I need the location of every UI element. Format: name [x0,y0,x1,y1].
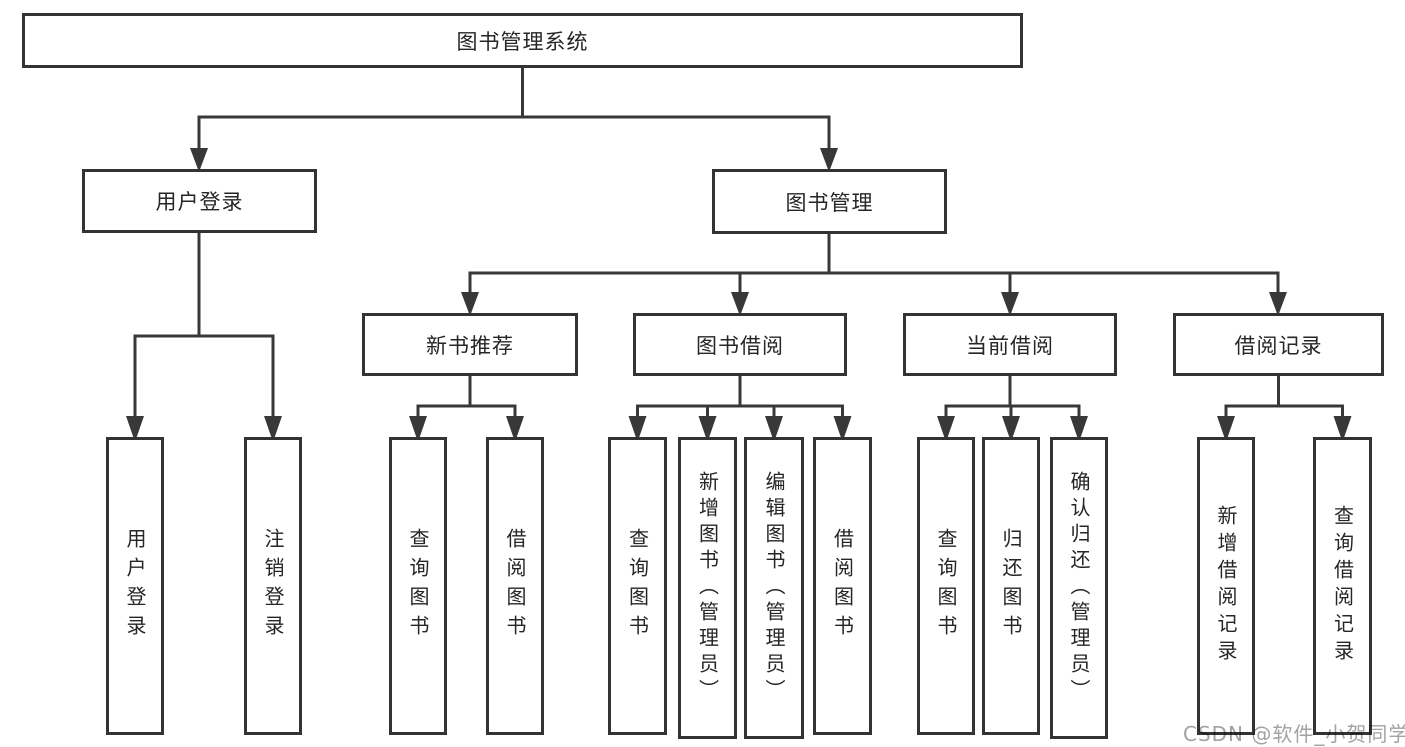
leaf-label: 借阅图书 [503,528,527,644]
arrowhead-icon [1217,416,1235,442]
node-leaf-return-books: 归还图书 [982,437,1040,735]
node-leaf-add-borrow-record: 新增借阅记录 [1197,437,1255,735]
connector-book-borrow-children [628,376,852,442]
leaf-label: 查询图书 [406,528,430,644]
leaf-label: 查询图书 [625,528,650,644]
node-leaf-query-books-1: 查询图书 [389,437,447,735]
arrowhead-icon [833,416,852,442]
node-library-system: 图书管理系统 [22,13,1023,68]
arrowhead-icon [506,416,524,442]
node-leaf-query-books-2: 查询图书 [608,437,667,735]
node-book-borrow: 图书借阅 [633,313,847,376]
arrowhead-icon [1001,292,1019,316]
connector-book-mgmt-children [461,233,1287,316]
node-borrow-records: 借阅记录 [1173,313,1384,376]
node-leaf-query-borrow-record: 查询借阅记录 [1313,437,1372,735]
node-leaf-user-login: 用户登录 [106,437,164,735]
leaf-label: 查询借阅记录 [1330,505,1355,667]
arrowhead-icon [264,416,282,442]
arrowhead-icon [126,416,144,442]
arrowhead-icon [628,416,647,442]
arrowhead-icon [698,416,717,442]
arrowhead-icon [1269,292,1287,316]
node-leaf-logout: 注销登录 [244,437,302,735]
connector-new-books-children [409,376,524,442]
node-new-book-recommend: 新书推荐 [362,313,578,376]
connector-current-borrow-children [937,376,1088,442]
connector-user-login-children [126,233,282,442]
leaf-label: 查询图书 [934,528,958,644]
leaf-label: 借阅图书 [830,528,855,644]
node-book-management: 图书管理 [712,169,947,234]
node-leaf-confirm-return-admin: 确认归还（管理员） [1050,437,1108,739]
arrowhead-icon [409,416,427,442]
node-leaf-edit-books-admin: 编辑图书（管理员） [744,437,804,739]
leaf-label: 用户登录 [123,528,147,644]
arrowhead-icon [461,292,479,316]
node-leaf-borrow-books-2: 借阅图书 [813,437,872,735]
arrowhead-icon [820,148,838,172]
leaf-label: 编辑图书（管理员） [762,471,786,705]
arrowhead-icon [1333,416,1352,442]
connector-borrow-records-children [1217,376,1352,442]
leaf-label: 新增借阅记录 [1214,505,1238,667]
arrowhead-icon [731,292,749,316]
node-leaf-query-books-3: 查询图书 [917,437,975,735]
leaf-label: 新增图书（管理员） [695,471,720,705]
leaf-label: 确认归还（管理员） [1067,471,1091,705]
leaf-label: 归还图书 [999,528,1023,644]
arrowhead-icon [1070,416,1088,442]
node-current-borrow: 当前借阅 [903,313,1117,376]
connector-root-to-level2 [190,68,838,172]
arrowhead-icon [190,148,208,172]
node-leaf-add-books-admin: 新增图书（管理员） [678,437,737,739]
arrowhead-icon [1002,416,1020,442]
arrowhead-icon [937,416,955,442]
node-leaf-borrow-books-1: 借阅图书 [486,437,544,735]
csdn-watermark: CSDN @软件_小贺同学 [1183,722,1405,746]
arrowhead-icon [765,416,783,442]
node-user-login: 用户登录 [82,169,317,233]
leaf-label: 注销登录 [261,528,285,644]
